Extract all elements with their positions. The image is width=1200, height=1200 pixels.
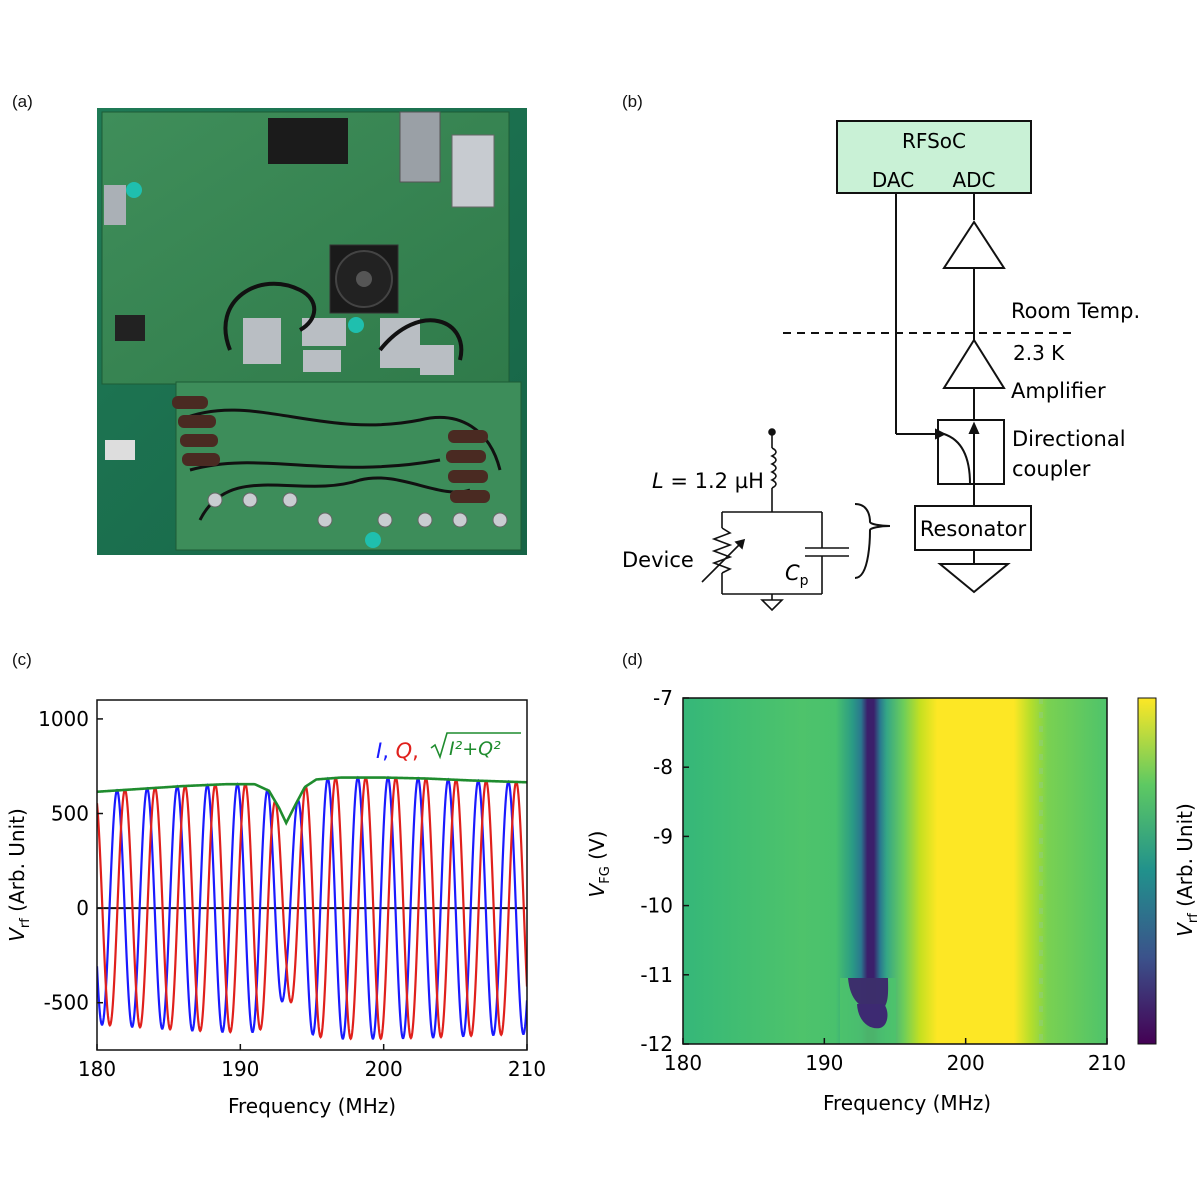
panel-label-c: (c): [12, 650, 32, 669]
ytick-label-d: -7: [653, 686, 673, 710]
ylabel-d: VFG (V): [585, 831, 613, 898]
ytick-label-d: -12: [640, 1032, 673, 1056]
ylabel-c: Vrf (Arb. Unit): [5, 808, 33, 942]
legend-sqrt-symbol: [430, 732, 521, 760]
ytick-label-d: -9: [653, 824, 673, 848]
plot-frame-c: [96, 699, 528, 1051]
xtick-label-c: 210: [508, 1057, 546, 1081]
ytick-label-d: -11: [640, 963, 673, 987]
xlabel-d: Frequency (MHz): [823, 1091, 991, 1115]
ytick-label-d: -8: [653, 755, 673, 779]
coupler-label-line1: Directional: [1012, 427, 1126, 451]
xlabel-c: Frequency (MHz): [228, 1094, 396, 1118]
panel-label-b: (b): [622, 92, 643, 111]
ytick-label-d: -10: [640, 894, 673, 918]
legend-c: I, Q,: [376, 739, 419, 763]
ytick-label-c: -500: [44, 991, 89, 1015]
inductor-coil: [770, 447, 777, 489]
panel-label-a: (a): [12, 92, 33, 111]
xtick-label-d: 210: [1088, 1051, 1126, 1075]
inductor-label: L = 1.2 µH: [652, 469, 764, 493]
adc-label: ADC: [952, 168, 995, 192]
ytick-label-c: 1000: [38, 707, 89, 731]
xtick-label-d: 180: [664, 1051, 702, 1075]
capacitor-label: Cp: [785, 561, 809, 589]
xtick-label-c: 200: [365, 1057, 403, 1081]
xtick-label-d: 200: [947, 1051, 985, 1075]
device-label: Device: [622, 548, 694, 572]
xtick-label-c: 180: [78, 1057, 116, 1081]
series-magnitude-line: [97, 776, 527, 826]
ytick-label-c: 0: [76, 896, 89, 920]
cold-temp-label: 2.3 K: [1013, 341, 1065, 365]
ground-small: [760, 599, 784, 612]
room-temp-label: Room Temp.: [1011, 299, 1140, 323]
legend-magnitude: I²+Q²: [449, 738, 501, 760]
rfsoc-label: RFSoC: [902, 129, 966, 153]
xtick-label-d: 190: [805, 1051, 843, 1075]
series-i-line: [97, 775, 527, 1040]
colorbar-label: Vrf (Arb. Unit): [1173, 803, 1200, 937]
amplifier-label: Amplifier: [1011, 379, 1106, 403]
brace: [854, 503, 891, 579]
ytick-label-c: 500: [51, 802, 89, 826]
panel-label-d: (d): [622, 650, 643, 669]
dac-label: DAC: [872, 168, 914, 192]
rfsoc-box: [836, 120, 1032, 194]
ground-large: [937, 563, 1011, 594]
device-resistor: [711, 527, 733, 574]
coupler-label-line2: coupler: [1012, 457, 1091, 481]
series-q-line: [97, 776, 527, 1041]
xtick-label-c: 190: [221, 1057, 259, 1081]
resonator-label: Resonator: [920, 517, 1027, 541]
colorbar: [1137, 697, 1157, 1045]
